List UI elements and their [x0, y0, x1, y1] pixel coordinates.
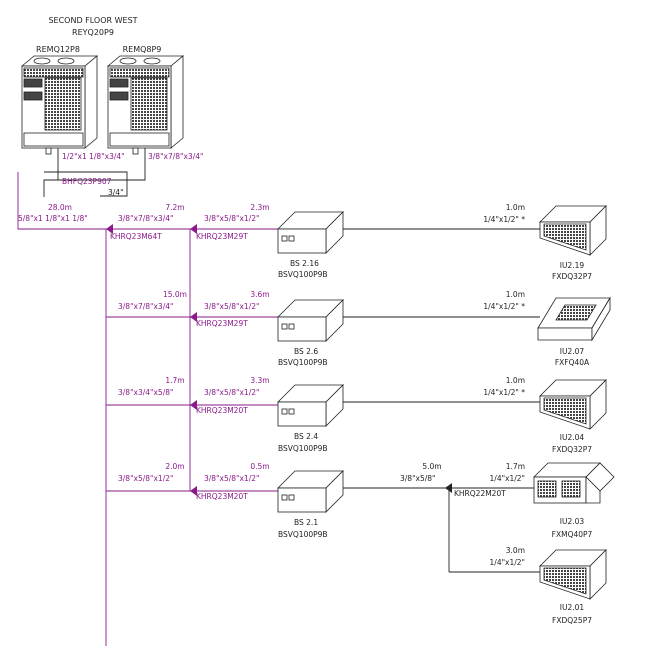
refnet-label-last: KHRQ22M20T: [454, 489, 506, 498]
iu-pipe-length: 1.7m: [506, 462, 525, 471]
trunk-size: 3/8"x5/8": [400, 474, 435, 483]
iu-pipe-size: 1/4"x1/2": [490, 474, 525, 483]
bs-model: BSVQ100P9B: [278, 444, 328, 453]
bs-model: BSVQ100P9B: [278, 270, 328, 279]
iu-pipe-length: 1.0m: [506, 203, 525, 212]
bs-model: BSVQ100P9B: [278, 530, 328, 539]
outdoor-right-pipe-size: 3/8"x7/8"x3/4": [148, 152, 203, 161]
refnet-joint: [190, 486, 197, 496]
outdoor-liquid-note: 3/4": [108, 188, 124, 197]
riser-length: 2.0m: [165, 462, 184, 471]
riser-length: 15.0m: [163, 290, 187, 299]
indoor-unit-ducted: [539, 205, 607, 256]
bs-name: BS 2.4: [294, 432, 318, 441]
bs-name: BS 2.1: [294, 518, 318, 527]
outdoor-unit-left-label: REMQ12P8: [36, 45, 80, 54]
bs-pipe-length: 0.5m: [250, 462, 269, 471]
bs-pipe-length: 2.3m: [250, 203, 269, 212]
branch-row-4: 2.0m 3/8"x5/8"x1/2" 0.5m 3/8"x5/8"x1/2" …: [106, 462, 540, 539]
refnet-joint-main: [106, 224, 113, 234]
refnet-joint: [190, 312, 197, 322]
submain-length: 7.2m: [165, 203, 184, 212]
iu-pipe-size: 1/4"x1/2" *: [483, 302, 525, 311]
trunk-length: 5.0m: [422, 462, 441, 471]
iu-name: IU2.19: [560, 261, 585, 270]
iu-pipe-length: 3.0m: [506, 546, 525, 555]
iu-pipe-size: 1/4"x1/2": [490, 558, 525, 567]
riser-size: 3/8"x5/8"x1/2": [118, 474, 173, 483]
main-size: 5/8"x1 1/8"x1 1/8": [18, 214, 88, 223]
bs-pipe-length: 3.6m: [250, 290, 269, 299]
indoor-unit-ducted: [539, 549, 607, 600]
branch-row-1: 2.3m 3/8"x5/8"x1/2" KHRQ23M29T BS 2.16 B…: [190, 203, 607, 281]
branch-row-3: 1.7m 3/8"x3/4"x5/8" 3.3m 3/8"x5/8"x1/2" …: [106, 376, 607, 454]
bs-pipe-size: 3/8"x5/8"x1/2": [204, 388, 259, 397]
refnet-label: KHRQ23M20T: [196, 492, 248, 501]
refnet-joint: [190, 224, 197, 234]
submain-size: 3/8"x7/8"x3/4": [118, 214, 173, 223]
system-title: SECOND FLOOR WEST: [48, 16, 137, 25]
iu-name: IU2.07: [560, 347, 585, 356]
indoor-unit-cassette: [537, 296, 611, 342]
iu-pipe-length: 1.0m: [506, 290, 525, 299]
iu-model: FXDQ32P7: [552, 445, 592, 454]
refnet-label: KHRQ23M29T: [196, 232, 248, 241]
bs-model: BSVQ100P9B: [278, 358, 328, 367]
riser-length: 1.7m: [165, 376, 184, 385]
indoor-unit-ducted: [539, 379, 607, 430]
riser-size: 3/8"x3/4"x5/8": [118, 388, 173, 397]
iu-model: FXFQ40A: [555, 358, 590, 367]
iu-model: FXMQ40P7: [552, 530, 593, 539]
last-branch: 5.0m 3/8"x5/8" KHRQ22M20T 1.7m 1/4"x1/2"…: [400, 462, 615, 625]
iu-name: IU2.01: [560, 603, 585, 612]
refnet-label: KHRQ23M20T: [196, 406, 248, 415]
bs-pipe-size: 3/8"x5/8"x1/2": [204, 302, 259, 311]
bs-name: BS 2.6: [294, 347, 318, 356]
main-refnet: KHRQ23M64T: [110, 232, 162, 241]
refnet-joint: [190, 400, 197, 410]
bs-pipe-size: 3/8"x5/8"x1/2": [204, 474, 259, 483]
outdoor-unit-right-label: REMQ8P9: [123, 45, 162, 54]
outdoor-unit-left: [20, 55, 99, 155]
outdoor-unit-right: [106, 55, 185, 155]
iu-model: FXDQ25P7: [552, 616, 592, 625]
bs-box: [277, 384, 344, 427]
iu-name: IU2.03: [560, 517, 585, 526]
bs-box: [277, 470, 344, 513]
bs-box: [277, 211, 344, 254]
iu-name: IU2.04: [560, 433, 585, 442]
refnet-joint-last: [445, 483, 452, 493]
outdoor-left-pipe-size: 1/2"x1 1/8"x3/4": [62, 152, 125, 161]
main-length: 28.0m: [48, 203, 72, 212]
bs-pipe-length: 3.3m: [250, 376, 269, 385]
bs-pipe-size: 3/8"x5/8"x1/2": [204, 214, 259, 223]
iu-pipe-size: 1/4"x1/2" *: [483, 215, 525, 224]
system-model: REYQ20P9: [72, 28, 114, 37]
outdoor-joint-kit: BHFQ23P907: [62, 177, 112, 186]
outdoor-piping: [17, 148, 190, 230]
bs-box: [277, 299, 344, 342]
iu-pipe-length: 1.0m: [506, 376, 525, 385]
iu-model: FXDQ32P7: [552, 272, 592, 281]
indoor-unit-duct-medium: [533, 462, 615, 504]
riser-size: 3/8"x7/8"x3/4": [118, 302, 173, 311]
refnet-label: KHRQ23M29T: [196, 319, 248, 328]
iu-pipe-size: 1/4"x1/2" *: [483, 388, 525, 397]
bs-name: BS 2.16: [290, 259, 319, 268]
branch-row-2: 15.0m 3/8"x7/8"x3/4" 3.6m 3/8"x5/8"x1/2"…: [106, 290, 611, 367]
